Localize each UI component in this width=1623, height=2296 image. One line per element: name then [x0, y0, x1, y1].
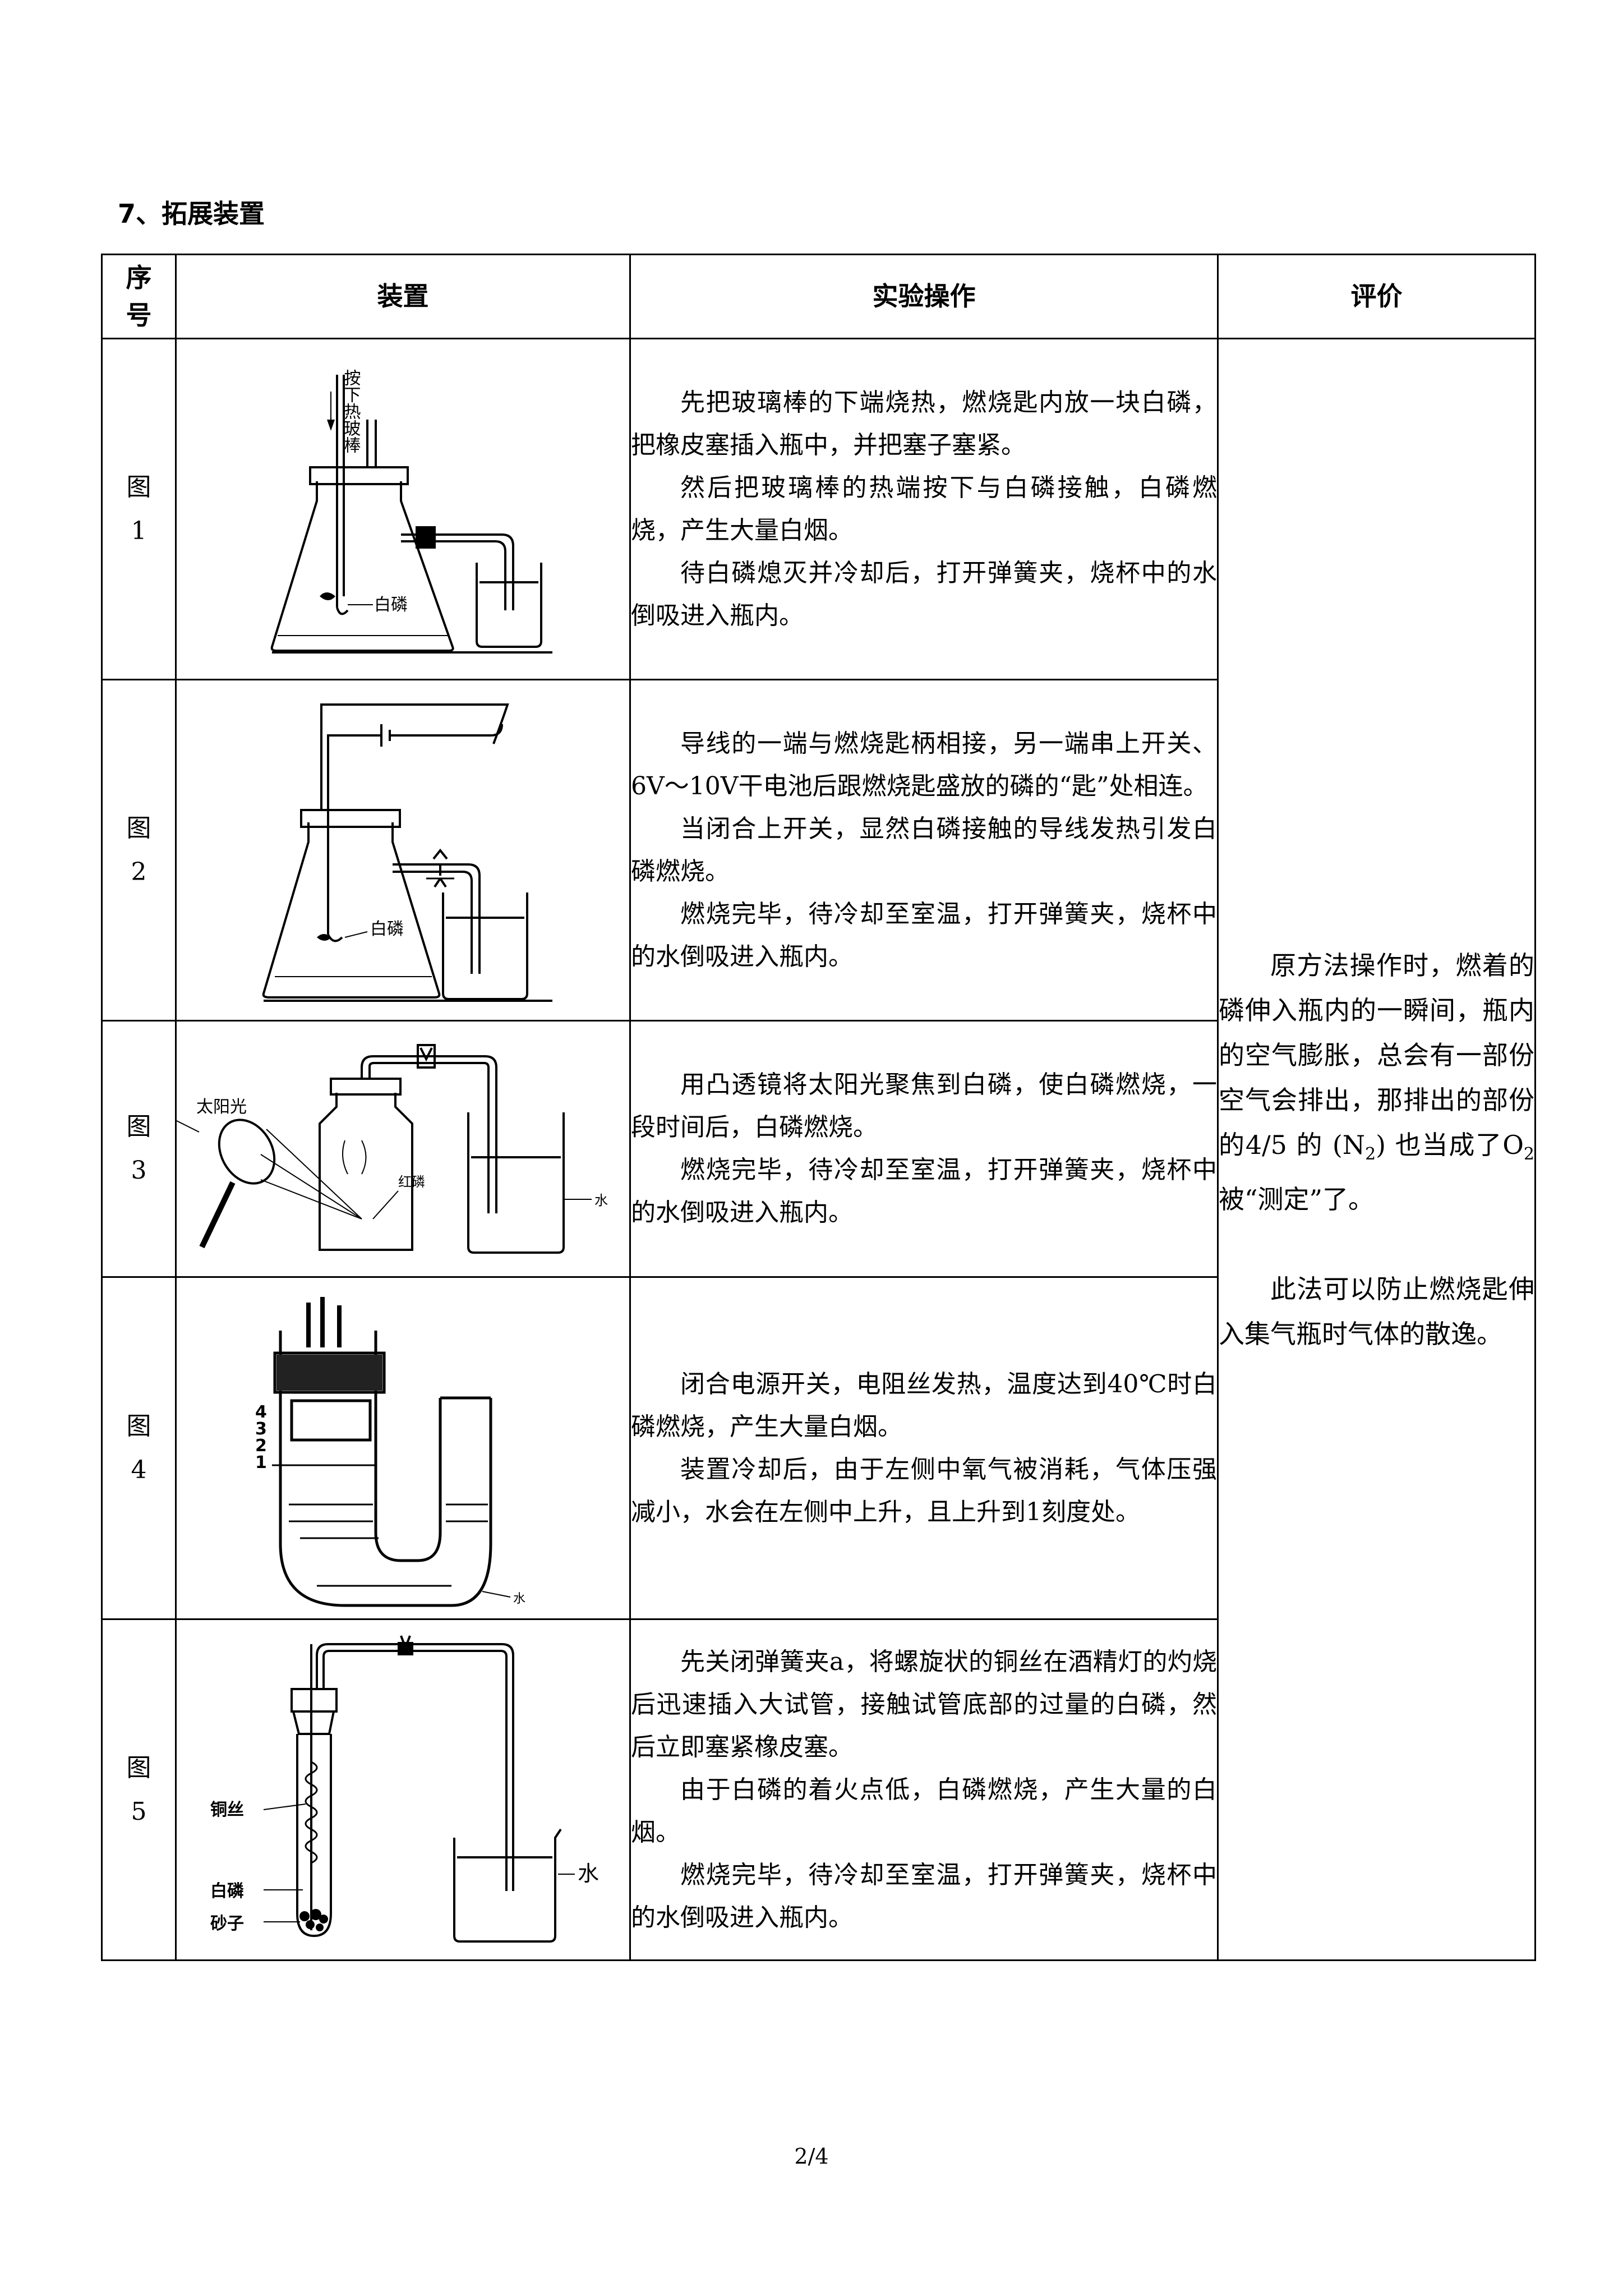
table-row: 图 1 [101, 338, 1536, 1961]
scale-mark-3: 3 [255, 1419, 267, 1439]
label-water: 水 [513, 1592, 525, 1606]
operation-paragraph: 导线的一端与燃烧匙柄相接，另一端串上开关、6V～10V干电池后跟燃烧匙盛放的磷的… [631, 729, 1217, 800]
operation-paragraph: 先关闭弹簧夹a，将螺旋状的铜丝在酒精灯的灼烧后迅速插入大试管，接触试管底部的过量… [631, 1647, 1217, 1761]
subscript: 2 [1365, 1144, 1376, 1164]
device-figure-1: 白磷 按下热玻棒 [175, 338, 631, 680]
operation-paragraph: 待白磷熄灭并冷却后，打开弹簧夹，烧杯中的水倒吸进入瓶内。 [631, 558, 1217, 630]
operation-text-5: 先关闭弹簧夹a，将螺旋状的铜丝在酒精灯的灼烧后迅速插入大试管，接触试管底部的过量… [629, 1618, 1219, 1961]
page-number: 2/4 [794, 2144, 829, 2169]
figure-number: 图 5 [101, 1618, 177, 1961]
section-title: 7、拓展装置 [118, 199, 265, 229]
label-phosphorus: 白磷 [374, 595, 408, 615]
header-no-line1: 序 [126, 262, 152, 293]
subscript: 2 [1523, 1144, 1535, 1164]
operation-paragraph: 用凸透镜将太阳光聚焦到白磷，使白磷燃烧，一段时间后，白磷燃烧。 [631, 1070, 1217, 1142]
scale-mark-2: 2 [255, 1436, 267, 1456]
evaluation-text-part: 原方法操作时，燃着的磷伸入瓶内的一瞬间，瓶内的空气膨胀，总会有一部份空气会排出，… [1219, 950, 1534, 1160]
operation-paragraph: 燃烧完毕，待冷却至室温，打开弹簧夹，烧杯中的水倒吸进入瓶内。 [631, 899, 1217, 971]
label-sunlight: 太阳光 [196, 1097, 247, 1117]
flask-hot-rod-diagram: 白磷 按下热玻棒 [270, 369, 552, 654]
figure-number: 图 2 [101, 679, 177, 1022]
test-tube-copper-diagram: 铜丝 白磷 砂子 水 [210, 1635, 599, 1943]
label-water: 水 [578, 1861, 599, 1886]
evaluation-text-part: 被“测定”了。 [1219, 1184, 1375, 1214]
header-operation: 实验操作 [629, 254, 1219, 339]
figure-index: 2 [131, 857, 147, 886]
table-row: 图 5 [101, 1618, 1536, 1961]
device-figure-5: 铜丝 白磷 砂子 水 [175, 1618, 631, 1961]
figure-number: 图 4 [101, 1276, 177, 1620]
label-rod: 按下热玻棒 [341, 369, 361, 453]
label-phosphorus: 白磷 [370, 919, 404, 939]
label-phosphorus: 白磷 [210, 1881, 244, 1901]
operation-paragraph: 当闭合上开关，显然白磷接触的导线发热引发白磷燃烧。 [631, 814, 1217, 886]
operation-paragraph: 先把玻璃棒的下端烧热，燃烧匙内放一块白磷，把橡皮塞插入瓶中，并把塞子塞紧。 [631, 388, 1217, 459]
header-evaluation: 评价 [1217, 254, 1536, 339]
label-water: 水 [594, 1193, 608, 1208]
scale-mark-1: 1 [255, 1453, 267, 1473]
device-table: 序 号 装置 实验操作 评价 图 1 [101, 254, 1536, 1961]
figure-number: 图 1 [101, 338, 177, 680]
table-header-row: 序 号 装置 实验操作 评价 [101, 254, 1536, 339]
evaluation-text: 原方法操作时，燃着的磷伸入瓶内的一瞬间，瓶内的空气膨胀，总会有一部份空气会排出，… [1217, 338, 1536, 1961]
operation-paragraph: 由于白磷的着火点低，白磷燃烧，产生大量的白烟。 [631, 1775, 1217, 1847]
u-tube-diagram: 4 3 2 1 水 [255, 1296, 525, 1607]
header-no-line2: 号 [126, 300, 152, 330]
table-row: 图 4 4 [101, 1276, 1536, 1620]
label-red-phosphorus: 红磷 [398, 1174, 425, 1190]
device-figure-2: 白磷 [175, 679, 631, 1022]
figure-label: 图 [126, 472, 151, 501]
flask-battery-diagram: 白磷 [262, 703, 552, 1002]
figure-index: 4 [131, 1455, 147, 1484]
device-figure-3: 太阳光 红磷 水 [175, 1020, 631, 1278]
scale-mark-4: 4 [255, 1402, 267, 1422]
label-sand: 砂子 [210, 1914, 244, 1934]
figure-index: 5 [131, 1797, 147, 1826]
header-device: 装置 [175, 254, 631, 339]
operation-text-4: 闭合电源开关，电阻丝发热，温度达到40℃时白磷燃烧，产生大量白烟。 装置冷却后，… [629, 1276, 1219, 1620]
figure-label: 图 [126, 1411, 151, 1441]
operation-paragraph: 燃烧完毕，待冷却至室温，打开弹簧夹，烧杯中的水倒吸进入瓶内。 [631, 1860, 1217, 1932]
figure-label: 图 [126, 1112, 151, 1141]
operation-text-2: 导线的一端与燃烧匙柄相接，另一端串上开关、6V～10V干电池后跟燃烧匙盛放的磷的… [629, 679, 1219, 1022]
header-no: 序 号 [101, 254, 177, 339]
table-row: 图 3 [101, 1020, 1536, 1278]
operation-paragraph: 装置冷却后，由于左侧中氧气被消耗，气体压强减小，水会在左侧中上升，且上升到1刻度… [631, 1455, 1217, 1526]
operation-text-1: 先把玻璃棒的下端烧热，燃烧匙内放一块白磷，把橡皮塞插入瓶中，并把塞子塞紧。 然后… [629, 338, 1219, 680]
device-figure-4: 4 3 2 1 水 [175, 1276, 631, 1620]
evaluation-paragraph-2: 此法可以防止燃烧匙伸入集气瓶时气体的散逸。 [1219, 1273, 1534, 1349]
label-copper-wire: 铜丝 [210, 1800, 244, 1820]
operation-paragraph: 然后把玻璃棒的热端按下与白磷接触，白磷燃烧，产生大量白烟。 [631, 473, 1217, 545]
table-row: 图 2 [101, 679, 1536, 1022]
figure-number: 图 3 [101, 1020, 177, 1278]
figure-label: 图 [126, 1753, 151, 1782]
evaluation-paragraph-1: 原方法操作时，燃着的磷伸入瓶内的一瞬间，瓶内的空气膨胀，总会有一部份空气会排出，… [1219, 943, 1534, 1222]
figure-index: 3 [131, 1156, 147, 1185]
operation-paragraph: 闭合电源开关，电阻丝发热，温度达到40℃时白磷燃烧，产生大量白烟。 [631, 1369, 1217, 1441]
figure-index: 1 [131, 516, 147, 545]
lens-sunlight-diagram: 太阳光 红磷 水 [177, 1044, 608, 1254]
operation-paragraph: 燃烧完毕，待冷却至室温，打开弹簧夹，烧杯中的水倒吸进入瓶内。 [631, 1156, 1217, 1227]
operation-text-3: 用凸透镜将太阳光聚焦到白磷，使白磷燃烧，一段时间后，白磷燃烧。 燃烧完毕，待冷却… [629, 1020, 1219, 1278]
evaluation-text-part: ) 也当成了O [1376, 1129, 1524, 1160]
figure-label: 图 [126, 813, 151, 843]
